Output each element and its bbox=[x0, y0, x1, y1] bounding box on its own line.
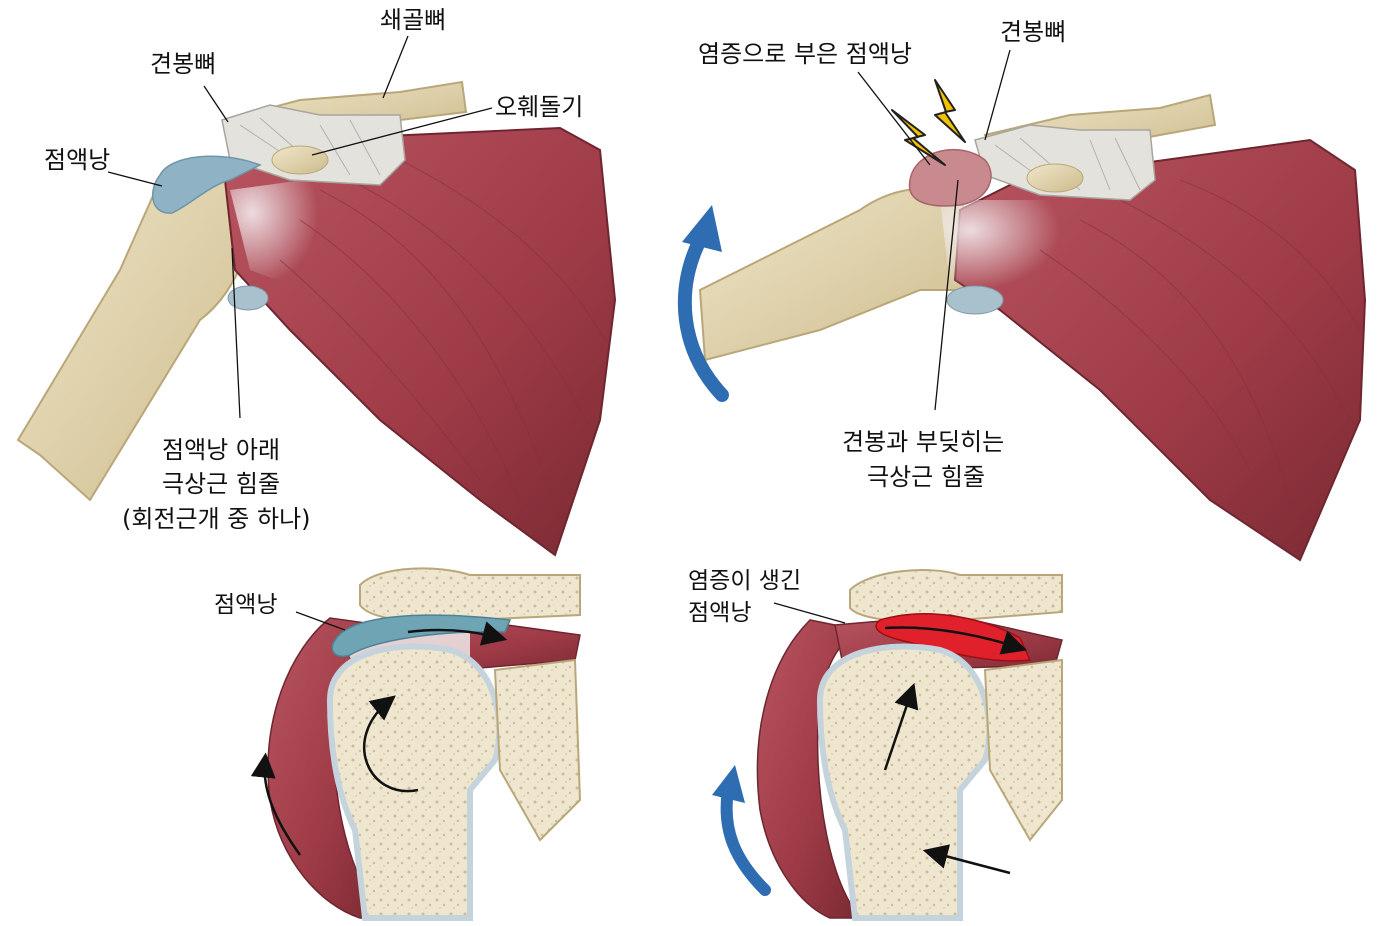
humeral-head-right bbox=[816, 643, 993, 921]
label-clavicle: 쇄골뼈 bbox=[380, 6, 446, 34]
label-tendon-line3: (회전근개 중 하나) bbox=[122, 505, 311, 533]
glenoid bbox=[493, 658, 582, 842]
label-inflamed-line2: 점액낭 bbox=[688, 600, 751, 626]
curved-arrow-icon bbox=[677, 233, 729, 402]
glenoid-right bbox=[983, 658, 1063, 842]
muscle-fibers-right bbox=[1039, 179, 1361, 541]
lightning-bolt-icon bbox=[891, 109, 946, 166]
curved-arrow-head bbox=[682, 205, 722, 252]
bursa-section bbox=[331, 614, 512, 657]
label-impinge-line2: 극상근 힘줄 bbox=[867, 463, 985, 491]
curved-arrow-head-bottom bbox=[712, 765, 745, 803]
inflamed-bursa-section bbox=[875, 613, 1032, 662]
upward-force-arrow bbox=[883, 682, 919, 771]
coracoid-process bbox=[271, 145, 329, 175]
muscle-fibers bbox=[279, 159, 606, 521]
impingement-shoulder-anatomy: 염증으로 부은 점액낭 견봉뼈 견봉과 부딪히는 극상근 힘줄 bbox=[677, 18, 1367, 562]
leader-bursa-bl bbox=[295, 611, 346, 631]
raised-humerus-bone bbox=[698, 187, 977, 362]
label-acromion-right: 견봉뼈 bbox=[1000, 18, 1066, 46]
rotation-arrow bbox=[362, 695, 419, 793]
curved-arrow-icon bbox=[720, 784, 771, 896]
label-impinge-line1: 견봉과 부딪히는 bbox=[842, 428, 1004, 456]
push-arrow bbox=[922, 844, 1011, 875]
tendon-glide-arrow bbox=[407, 621, 508, 646]
lower-bursa bbox=[227, 285, 269, 311]
label-tendon-line1: 점액낭 아래 bbox=[162, 436, 280, 464]
tendon-compress-arrow bbox=[884, 626, 1028, 655]
label-coracoid: 오훼돌기 bbox=[495, 93, 583, 121]
label-tendon-line2: 극상근 힘줄 bbox=[162, 470, 280, 498]
label-inflamed-bursa: 염증으로 부은 점액낭 bbox=[698, 40, 912, 68]
inflamed-cross-section: 염증이 생긴 점액낭 bbox=[688, 568, 1063, 921]
acromion-ligaments-right bbox=[974, 124, 1156, 201]
label-acromion: 견봉뼈 bbox=[150, 50, 216, 78]
label-inflamed-line1: 염증이 생긴 bbox=[688, 568, 801, 594]
normal-cross-section: 점액낭 bbox=[214, 567, 582, 921]
label-bursa-bl: 점액낭 bbox=[214, 592, 277, 618]
leader-lines-right bbox=[857, 49, 1011, 411]
lightning-bolt-icon bbox=[934, 79, 966, 143]
inflamed-bursa bbox=[908, 148, 992, 207]
lower-bursa-right bbox=[946, 285, 1004, 315]
subacromial-bursa bbox=[152, 155, 262, 214]
coracoid-process-right bbox=[1026, 163, 1084, 193]
leader-lines bbox=[107, 35, 493, 419]
label-bursa: 점액낭 bbox=[44, 146, 110, 174]
acromion-section-right bbox=[849, 569, 1063, 623]
acromion-section bbox=[359, 567, 581, 623]
normal-shoulder-anatomy: 쇄골뼈 견봉뼈 오훼돌기 점액낭 점액낭 아래 극상근 힘줄 (회전근개 중 하… bbox=[16, 6, 617, 557]
leader-inflamed-br bbox=[773, 602, 846, 624]
elevation-arrow bbox=[250, 752, 302, 856]
